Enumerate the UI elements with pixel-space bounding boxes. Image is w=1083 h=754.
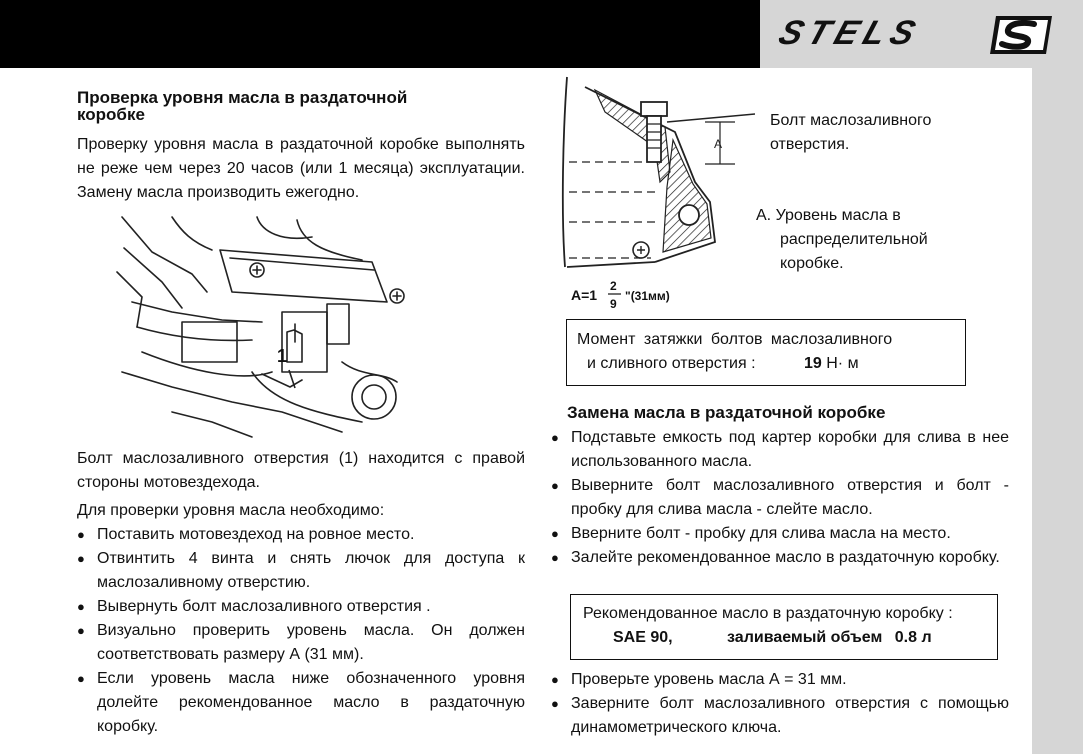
level-formula-numerator: 2 xyxy=(610,279,617,293)
figure-callout-1: 1 xyxy=(277,346,287,366)
list-item: Поставить мотовездеход на ровное место. xyxy=(77,523,525,547)
left-bolt-caption: Болт маслозаливного отверстия (1) находи… xyxy=(77,450,525,491)
s-badge-icon xyxy=(990,16,1052,54)
left-check-intro: Для проверки уровня масла необходимо: xyxy=(77,502,385,519)
gearbox-oil-level-diagram: A A=1 2 9 "(31мм) xyxy=(561,76,755,311)
list-item: Выверните болт маслозаливного отверстия … xyxy=(551,474,1009,522)
side-strip xyxy=(1032,68,1083,754)
list-item: Залейте рекомендованное масло в раздаточ… xyxy=(551,546,1009,570)
left-section-title: Проверка уровня масла в раздаточной коро… xyxy=(77,88,408,124)
torque-line-1: Момент затяжки болтов маслозаливного xyxy=(577,331,893,348)
list-item: Отвинтить 4 винта и снять лючок для дост… xyxy=(77,547,525,595)
list-item: Вверните болт - пробку для слива масла н… xyxy=(551,522,1009,546)
bolt-label: Болт маслозаливного отверстия. xyxy=(770,112,932,153)
torque-unit: Н· м xyxy=(826,355,859,372)
list-item: Подставьте емкость под картер коробки дл… xyxy=(551,426,1009,474)
oil-volume-label: заливаемый объем xyxy=(727,629,883,646)
right-final-steps: Проверьте уровень масла А = 31 мм. Завер… xyxy=(551,668,1009,740)
oil-level-label: А. Уровень масла в распределительной кор… xyxy=(756,207,928,272)
oil-grade: SAE 90, xyxy=(613,629,673,646)
left-intro-text: Проверку уровня масла в раздаточной коро… xyxy=(77,136,525,201)
list-item: Вывернуть болт маслозаливного отверстия … xyxy=(77,595,525,619)
level-formula-denominator: 9 xyxy=(610,297,617,311)
header-bar xyxy=(0,0,760,68)
right-change-steps: Подставьте емкость под картер коробки дл… xyxy=(551,426,1009,570)
list-item: Если уровень масла ниже обозначенного ур… xyxy=(77,667,525,739)
brand-logo: STELS xyxy=(773,14,926,52)
recommended-oil-box: Рекомендованное масло в раздаточную коро… xyxy=(570,594,998,660)
oil-box-line-1: Рекомендованное масло в раздаточную коро… xyxy=(583,605,953,622)
list-item: Визуально проверить уровень масла. Он до… xyxy=(77,619,525,667)
dimension-letter-a: A xyxy=(714,137,722,151)
atv-bolt-illustration: 1 xyxy=(116,216,405,438)
torque-spec-box: Момент затяжки болтов маслозаливного и с… xyxy=(566,319,966,386)
torque-value: 19 xyxy=(803,355,822,372)
left-check-steps: Поставить мотовездеход на ровное место. … xyxy=(77,523,525,739)
torque-line-2: и сливного отверстия : xyxy=(587,355,756,372)
list-item: Проверьте уровень масла А = 31 мм. xyxy=(551,668,1009,692)
level-formula-suffix: "(31мм) xyxy=(625,289,670,303)
list-item: Заверните болт маслозаливного отверстия … xyxy=(551,692,1009,740)
oil-volume: 0.8 л xyxy=(894,629,932,646)
level-formula-prefix: A=1 xyxy=(571,287,597,303)
right-section-title: Замена масла в раздаточной коробке xyxy=(567,403,886,422)
logo-area: STELS xyxy=(760,0,1083,68)
